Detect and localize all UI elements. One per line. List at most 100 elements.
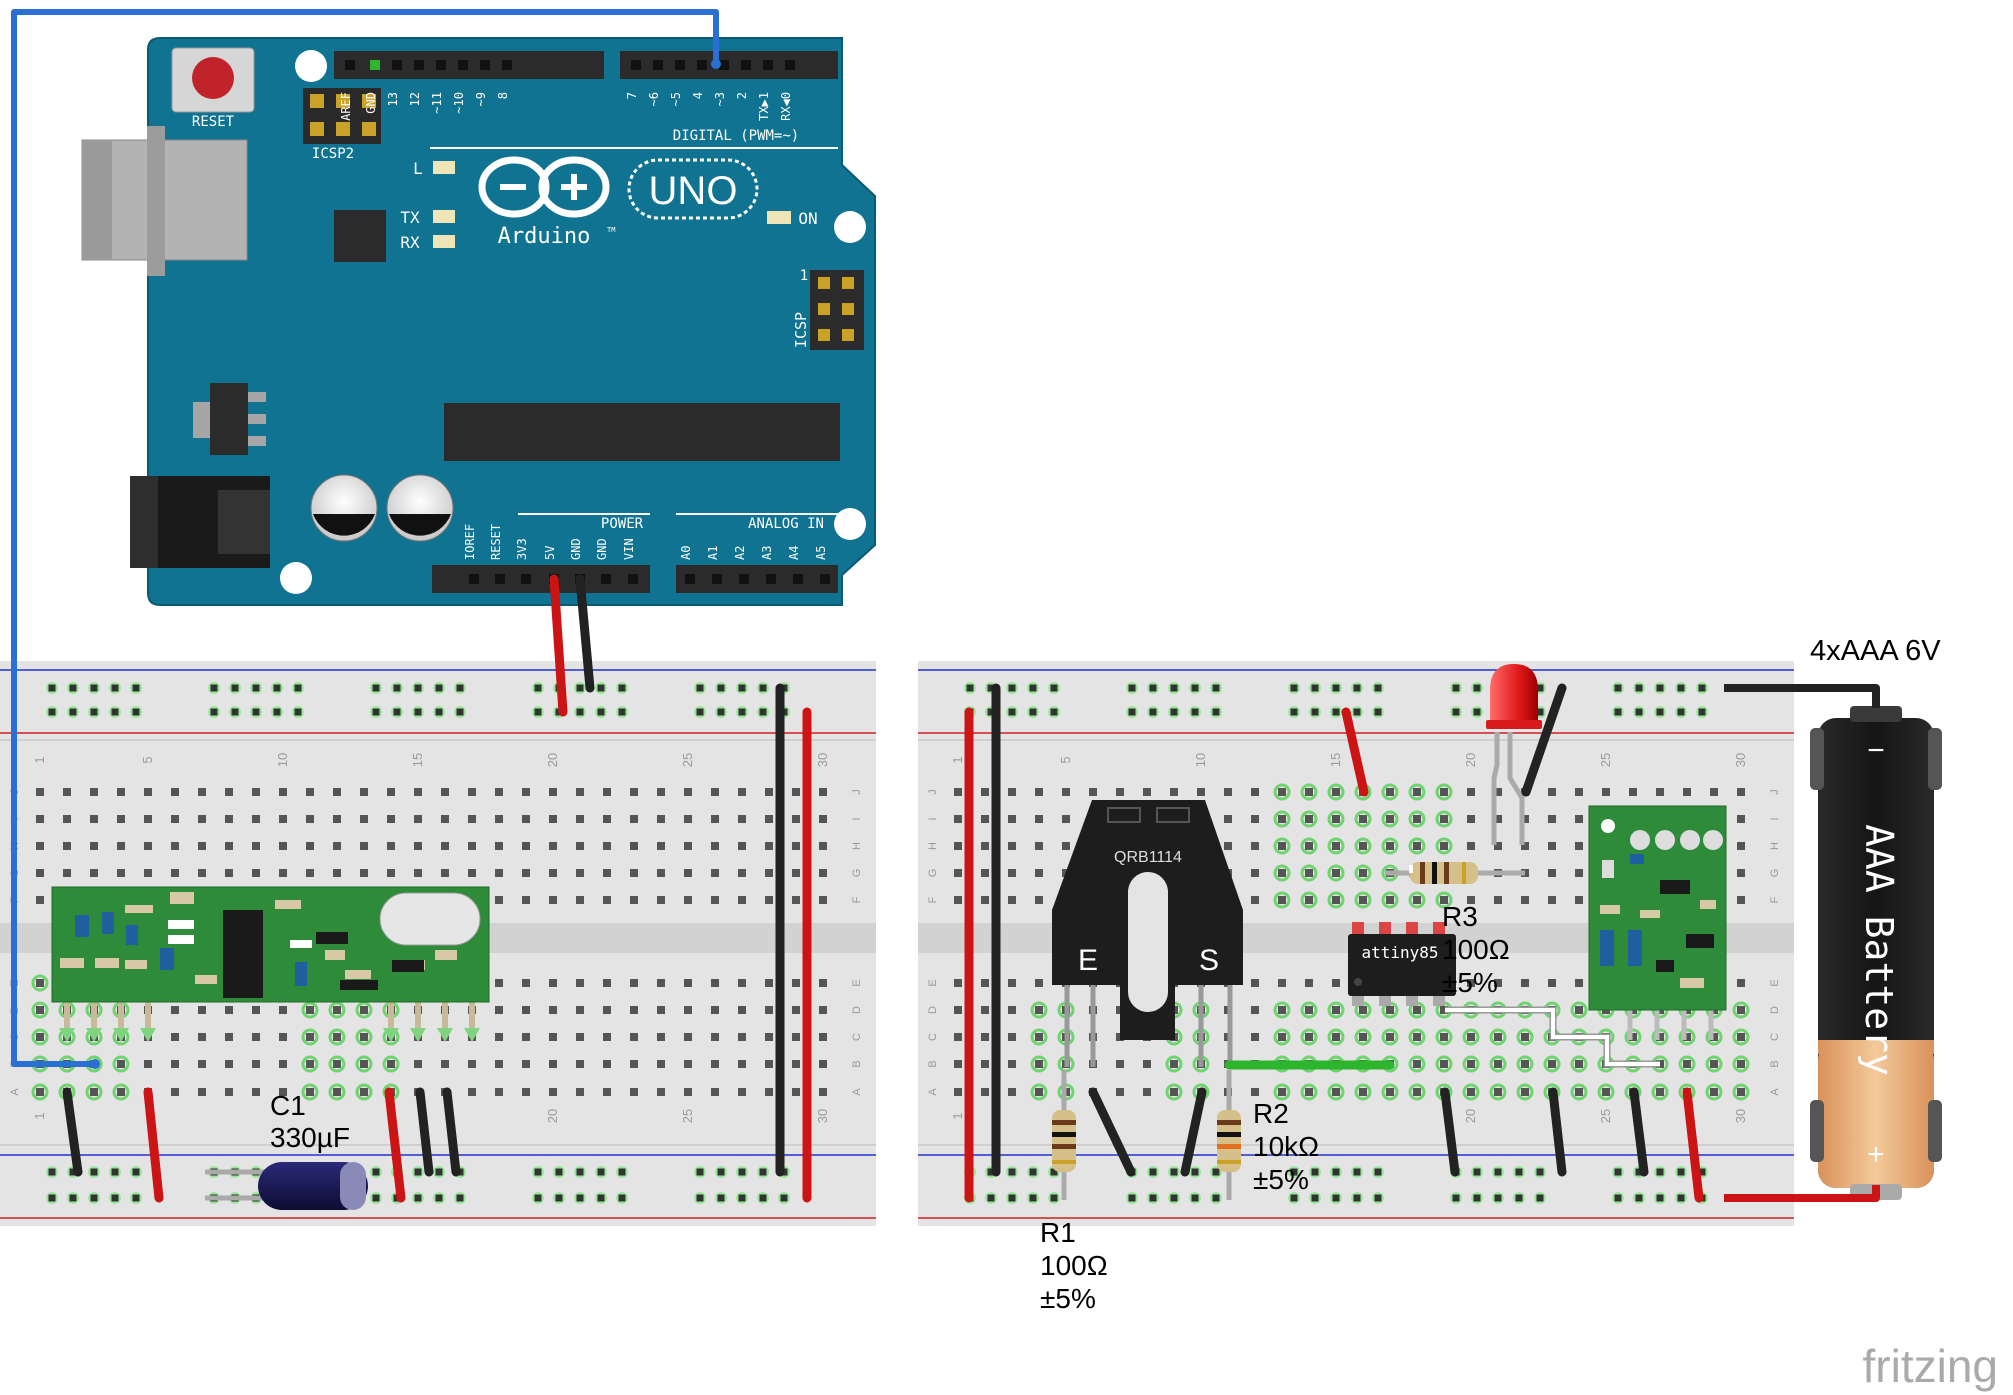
left-bb-hole[interactable] (684, 788, 692, 796)
right-bb-hole[interactable] (1386, 842, 1394, 850)
left-bb-hole[interactable] (90, 869, 98, 877)
right-bb-hole[interactable] (1035, 979, 1043, 987)
right-bb-rail-hole[interactable] (1008, 1168, 1016, 1176)
left-bb-rail-hole[interactable] (69, 1194, 77, 1202)
left-bb-hole[interactable] (252, 815, 260, 823)
left-bb-hole[interactable] (684, 815, 692, 823)
left-bb-rail-hole[interactable] (69, 708, 77, 716)
right-bb-rail-hole[interactable] (1353, 1168, 1361, 1176)
right-bb-hole[interactable] (1305, 1006, 1313, 1014)
left-bb-hole[interactable] (468, 842, 476, 850)
right-bb-hole[interactable] (1656, 1033, 1664, 1041)
left-bb-hole[interactable] (171, 842, 179, 850)
right-bb-hole[interactable] (1413, 815, 1421, 823)
left-bb-hole[interactable] (711, 842, 719, 850)
right-bb-hole[interactable] (1305, 815, 1313, 823)
left-bb-rail-hole[interactable] (90, 708, 98, 716)
right-bb-hole[interactable] (1440, 815, 1448, 823)
left-bb-hole[interactable] (387, 1060, 395, 1068)
right-bb-hole[interactable] (1224, 842, 1232, 850)
left-bb-hole[interactable] (171, 788, 179, 796)
left-bb-hole[interactable] (279, 788, 287, 796)
right-bb-rail-hole[interactable] (1635, 684, 1643, 692)
left-bb-hole[interactable] (765, 1033, 773, 1041)
left-bb-hole[interactable] (819, 1088, 827, 1096)
left-bb-hole[interactable] (171, 1060, 179, 1068)
left-bb-hole[interactable] (252, 1006, 260, 1014)
left-bb-rail-hole[interactable] (294, 684, 302, 692)
left-bb-hole[interactable] (576, 1033, 584, 1041)
left-bb-hole[interactable] (630, 979, 638, 987)
left-bb-rail-hole[interactable] (717, 1168, 725, 1176)
right-bb-hole[interactable] (954, 979, 962, 987)
right-bb-hole[interactable] (1143, 788, 1151, 796)
left-bb-hole[interactable] (684, 1088, 692, 1096)
left-bb-hole[interactable] (360, 1033, 368, 1041)
left-bb-hole[interactable] (333, 1033, 341, 1041)
left-bb-hole[interactable] (63, 842, 71, 850)
left-bb-rail-hole[interactable] (738, 708, 746, 716)
right-bb-hole[interactable] (1224, 788, 1232, 796)
right-bb-rail-hole[interactable] (1191, 684, 1199, 692)
left-bb-rail-hole[interactable] (456, 684, 464, 692)
right-bb-rail-hole[interactable] (1374, 684, 1382, 692)
left-bb-rail-hole[interactable] (759, 1168, 767, 1176)
right-bb-hole[interactable] (1386, 896, 1394, 904)
right-bb-rail-hole[interactable] (1170, 1194, 1178, 1202)
left-bb-hole[interactable] (198, 1033, 206, 1041)
right-bb-hole[interactable] (1710, 788, 1718, 796)
left-bb-hole[interactable] (333, 842, 341, 850)
left-bb-hole[interactable] (522, 1060, 530, 1068)
right-bb-hole[interactable] (1332, 869, 1340, 877)
left-bb-hole[interactable] (144, 869, 152, 877)
right-bb-hole[interactable] (1332, 1006, 1340, 1014)
left-bb-hole[interactable] (657, 1033, 665, 1041)
left-bb-hole[interactable] (441, 869, 449, 877)
left-bb-hole[interactable] (738, 1006, 746, 1014)
left-bb-hole[interactable] (387, 842, 395, 850)
right-bb-hole[interactable] (1521, 1033, 1529, 1041)
right-bb-rail-hole[interactable] (1149, 684, 1157, 692)
left-bb-hole[interactable] (171, 1088, 179, 1096)
right-bb-rail-hole[interactable] (1332, 708, 1340, 716)
right-bb-rail-hole[interactable] (1452, 684, 1460, 692)
left-bb-hole[interactable] (198, 1006, 206, 1014)
left-bb-rail-hole[interactable] (111, 1194, 119, 1202)
left-bb-hole[interactable] (549, 815, 557, 823)
left-bb-hole[interactable] (711, 896, 719, 904)
left-bb-hole[interactable] (549, 788, 557, 796)
left-bb-hole[interactable] (576, 842, 584, 850)
left-bb-hole[interactable] (711, 788, 719, 796)
left-bb-hole[interactable] (684, 1006, 692, 1014)
left-bb-hole[interactable] (603, 842, 611, 850)
right-bb-rail-hole[interactable] (1698, 708, 1706, 716)
right-bb-hole[interactable] (1035, 788, 1043, 796)
left-bb-hole[interactable] (684, 842, 692, 850)
left-bb-hole[interactable] (360, 869, 368, 877)
right-bb-hole[interactable] (1359, 1006, 1367, 1014)
right-bb-hole[interactable] (1116, 1060, 1124, 1068)
left-bb-rail-hole[interactable] (435, 1168, 443, 1176)
right-bb-rail-hole[interactable] (1332, 1168, 1340, 1176)
right-bb-rail-hole[interactable] (1050, 1168, 1058, 1176)
right-bb-hole[interactable] (1521, 1088, 1529, 1096)
right-bb-hole[interactable] (981, 842, 989, 850)
right-bb-hole[interactable] (1575, 1060, 1583, 1068)
left-bb-hole[interactable] (171, 869, 179, 877)
left-bb-hole[interactable] (279, 1033, 287, 1041)
left-bb-hole[interactable] (198, 815, 206, 823)
left-bb-hole[interactable] (576, 1006, 584, 1014)
right-bb-rail-hole[interactable] (1698, 1168, 1706, 1176)
left-bb-hole[interactable] (792, 869, 800, 877)
right-bb-rail-hole[interactable] (1290, 1168, 1298, 1176)
right-bb-hole[interactable] (1305, 788, 1313, 796)
right-bb-rail-hole[interactable] (966, 684, 974, 692)
wire-5v[interactable] (549, 574, 568, 717)
left-bb-hole[interactable] (657, 788, 665, 796)
left-bb-hole[interactable] (225, 1060, 233, 1068)
right-bb-rail-hole[interactable] (1635, 708, 1643, 716)
left-bb-rail-hole[interactable] (696, 1168, 704, 1176)
left-bb-rail-hole[interactable] (618, 684, 626, 692)
left-bb-hole[interactable] (360, 788, 368, 796)
left-bb-hole[interactable] (576, 1060, 584, 1068)
